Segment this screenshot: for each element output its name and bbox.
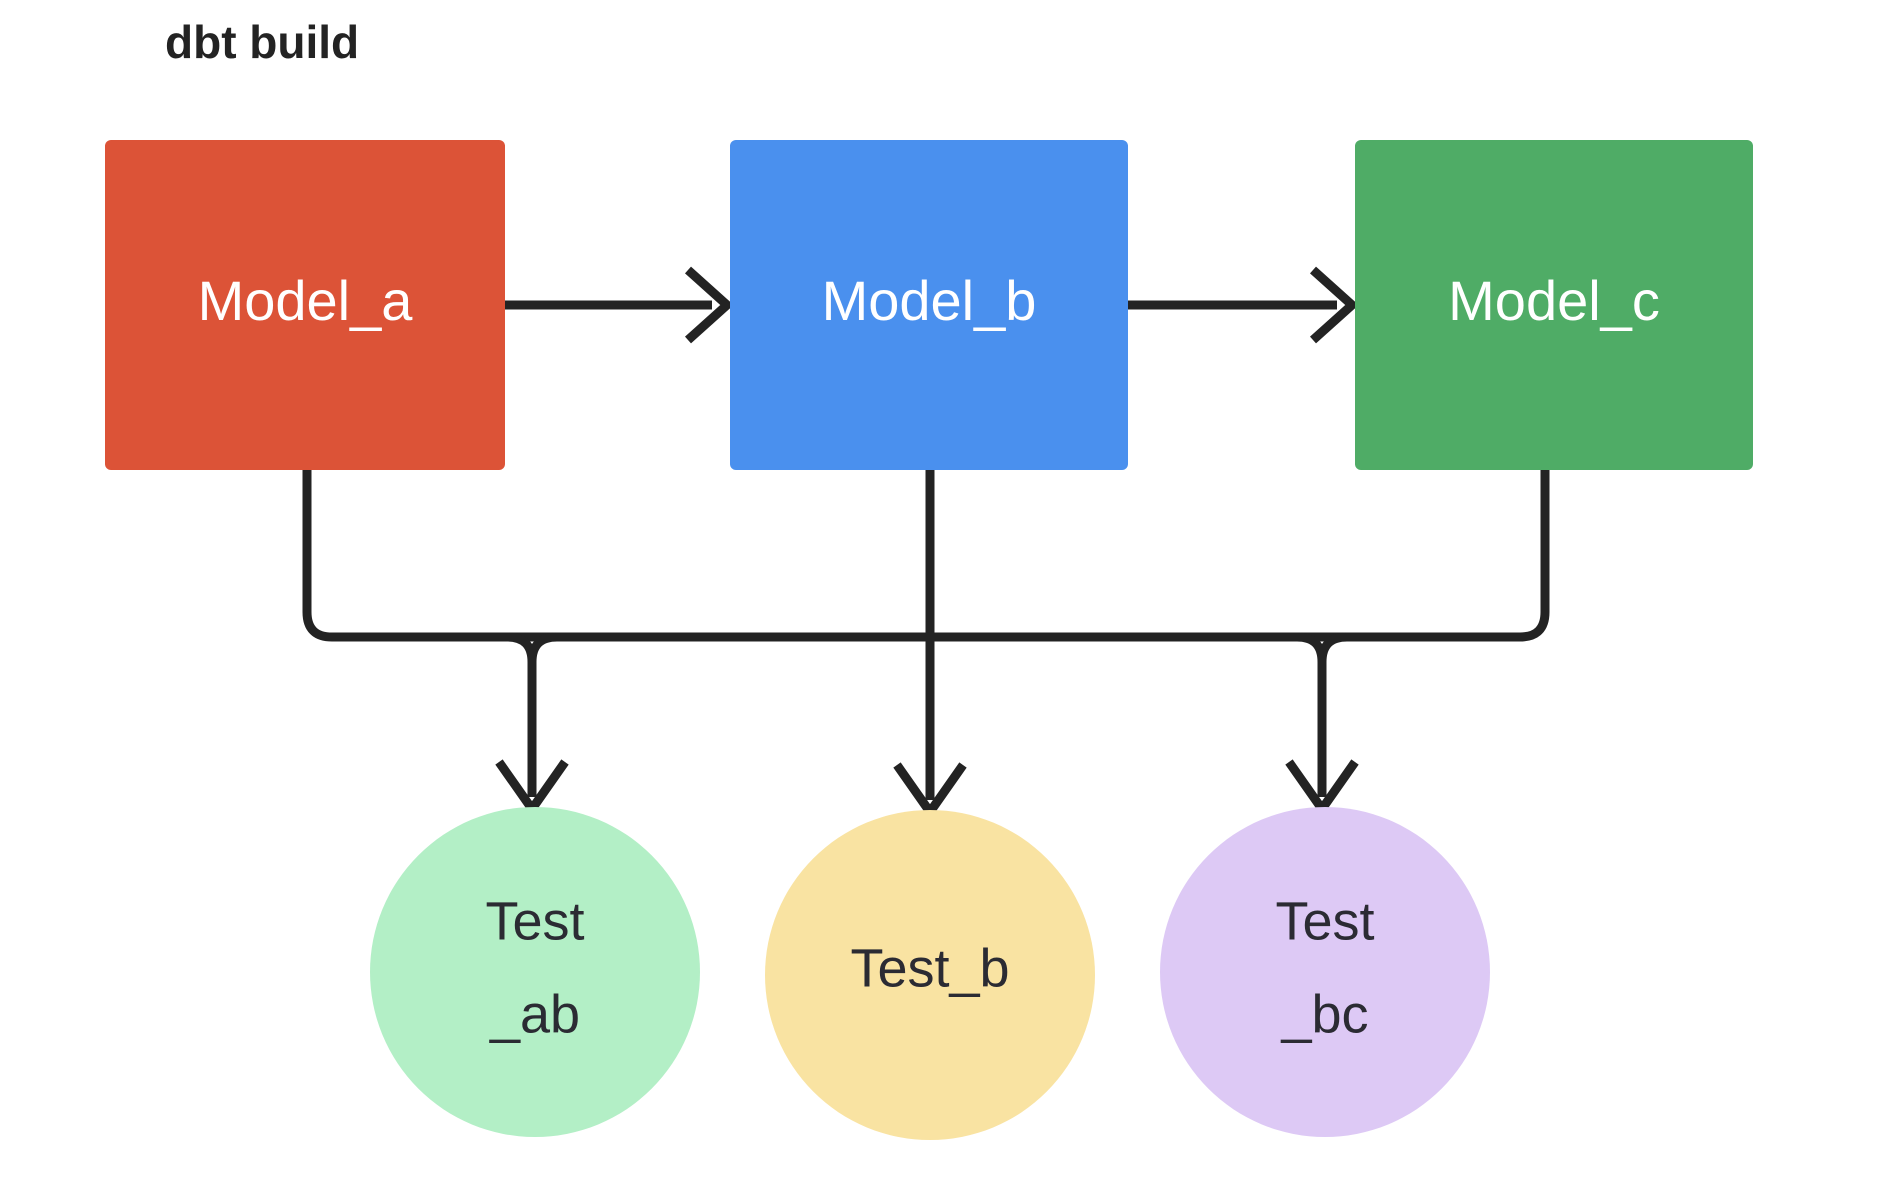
node-test-bc[interactable]: Test _bc (1160, 807, 1490, 1137)
edge-c-bus-path (930, 470, 1550, 642)
edge-a-b-arrowhead-icon (684, 266, 734, 344)
edge-test-bus-to-test-bc (1285, 632, 1359, 817)
node-model-c[interactable]: Model_c (1355, 140, 1753, 470)
diagram-title: dbt build (165, 16, 359, 68)
edge-bus-testab-path-right (527, 632, 558, 663)
node-model-a-shape[interactable] (105, 140, 505, 470)
node-test-b-label-line-1: Test_b (850, 938, 1009, 998)
edge-model-a-to-model-b (505, 266, 734, 344)
node-test-bc-label-line-1: Test (1275, 891, 1374, 951)
node-model-b-label: Model_b (822, 269, 1037, 332)
edge-bus-testbc-path-right (1317, 632, 1348, 663)
edge-model-a-to-test-bus (302, 470, 930, 642)
node-model-c-shape[interactable] (1355, 140, 1753, 470)
node-model-a[interactable]: Model_a (105, 140, 505, 470)
edge-a-bus-path (302, 470, 930, 642)
node-test-ab[interactable]: Test _ab (370, 807, 700, 1137)
node-test-b-shape[interactable] (765, 810, 1095, 1140)
node-test-ab-shape[interactable] (370, 807, 700, 1137)
node-test-bc-shape[interactable] (1160, 807, 1490, 1137)
node-model-b-shape[interactable] (730, 140, 1128, 470)
node-test-bc-label-line-2: _bc (1280, 984, 1368, 1044)
node-model-b[interactable]: Model_b (730, 140, 1128, 470)
edge-test-bus-to-test-ab (495, 632, 569, 817)
edge-model-c-to-test-bus (930, 470, 1550, 642)
edge-b-c-arrowhead-icon (1309, 266, 1359, 344)
node-model-a-label: Model_a (198, 269, 414, 332)
edge-model-b-to-model-c (1128, 266, 1359, 344)
node-model-c-label: Model_c (1448, 269, 1660, 332)
node-test-ab-label-line-1: Test (485, 891, 584, 951)
node-test-b[interactable]: Test_b (765, 810, 1095, 1140)
node-test-ab-label-line-2: _ab (489, 984, 580, 1044)
